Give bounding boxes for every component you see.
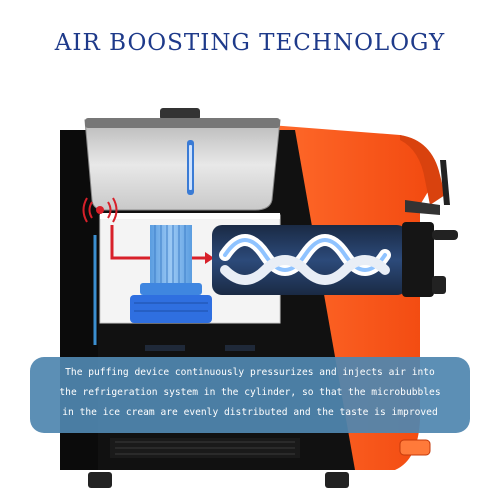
air-pump bbox=[130, 225, 212, 323]
hopper bbox=[84, 108, 281, 211]
freezing-cylinder bbox=[212, 222, 458, 297]
caption-line-3: in the ice cream are evenly distributed … bbox=[62, 407, 438, 418]
description-caption: The puffing device continuously pressuri… bbox=[30, 357, 470, 433]
page-title: AIR BOOSTING TECHNOLOGY bbox=[54, 30, 446, 56]
caption-line-1: The puffing device continuously pressuri… bbox=[65, 367, 435, 378]
air-signal-icon bbox=[82, 197, 118, 223]
caption-line-2: the refrigeration system in the cylinder… bbox=[59, 387, 441, 398]
